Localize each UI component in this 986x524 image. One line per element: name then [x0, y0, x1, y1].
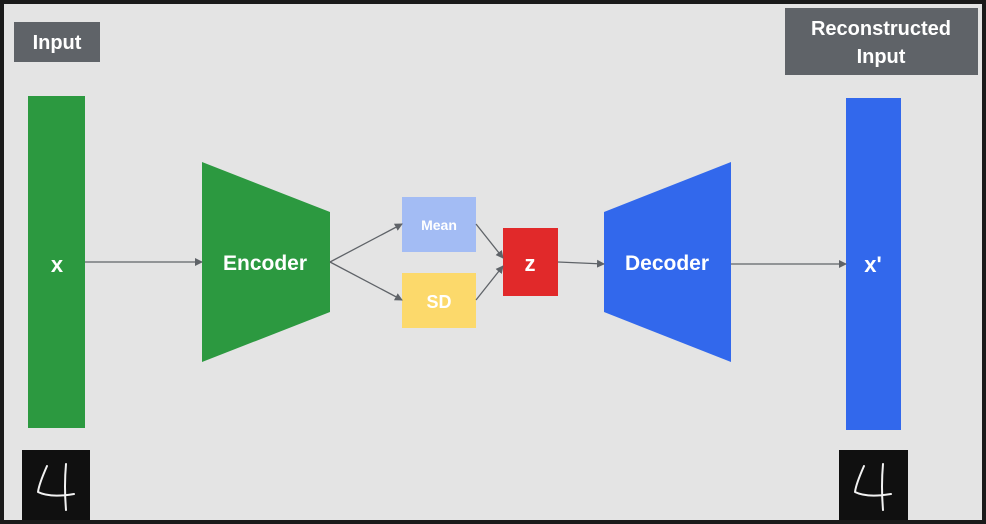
output-vector-bar	[846, 98, 901, 430]
output-vector-label: x'	[864, 252, 881, 277]
decoder-label: Decoder	[625, 252, 709, 275]
input-label-box	[14, 22, 100, 62]
mean-label: Mean	[421, 217, 457, 233]
input-label: Input	[33, 32, 82, 54]
z-box	[503, 228, 558, 296]
mean-box	[402, 197, 476, 252]
sd-label: SD	[426, 292, 451, 312]
decoder-block	[604, 162, 731, 362]
reconstructed-input-label-box	[785, 8, 978, 75]
arrow-z-to-decoder	[557, 259, 605, 268]
input-vector-label: x	[51, 252, 64, 277]
arrow-encoder-to-mean	[329, 223, 403, 263]
arrow-mean-to-z	[475, 223, 504, 259]
reconstructed-input-label-line1: Reconstructed	[811, 18, 951, 40]
encoder-block	[202, 162, 330, 362]
input-digit-image	[22, 450, 90, 520]
reconstructed-input-label-line2: Input	[857, 46, 906, 68]
input-vector-bar	[28, 96, 85, 428]
encoder-label: Encoder	[223, 252, 307, 275]
output-digit-image	[839, 450, 908, 520]
arrow-encoder-to-sd	[329, 261, 403, 301]
z-label: z	[525, 251, 536, 276]
arrow-sd-to-z	[475, 265, 504, 301]
sd-box	[402, 273, 476, 328]
